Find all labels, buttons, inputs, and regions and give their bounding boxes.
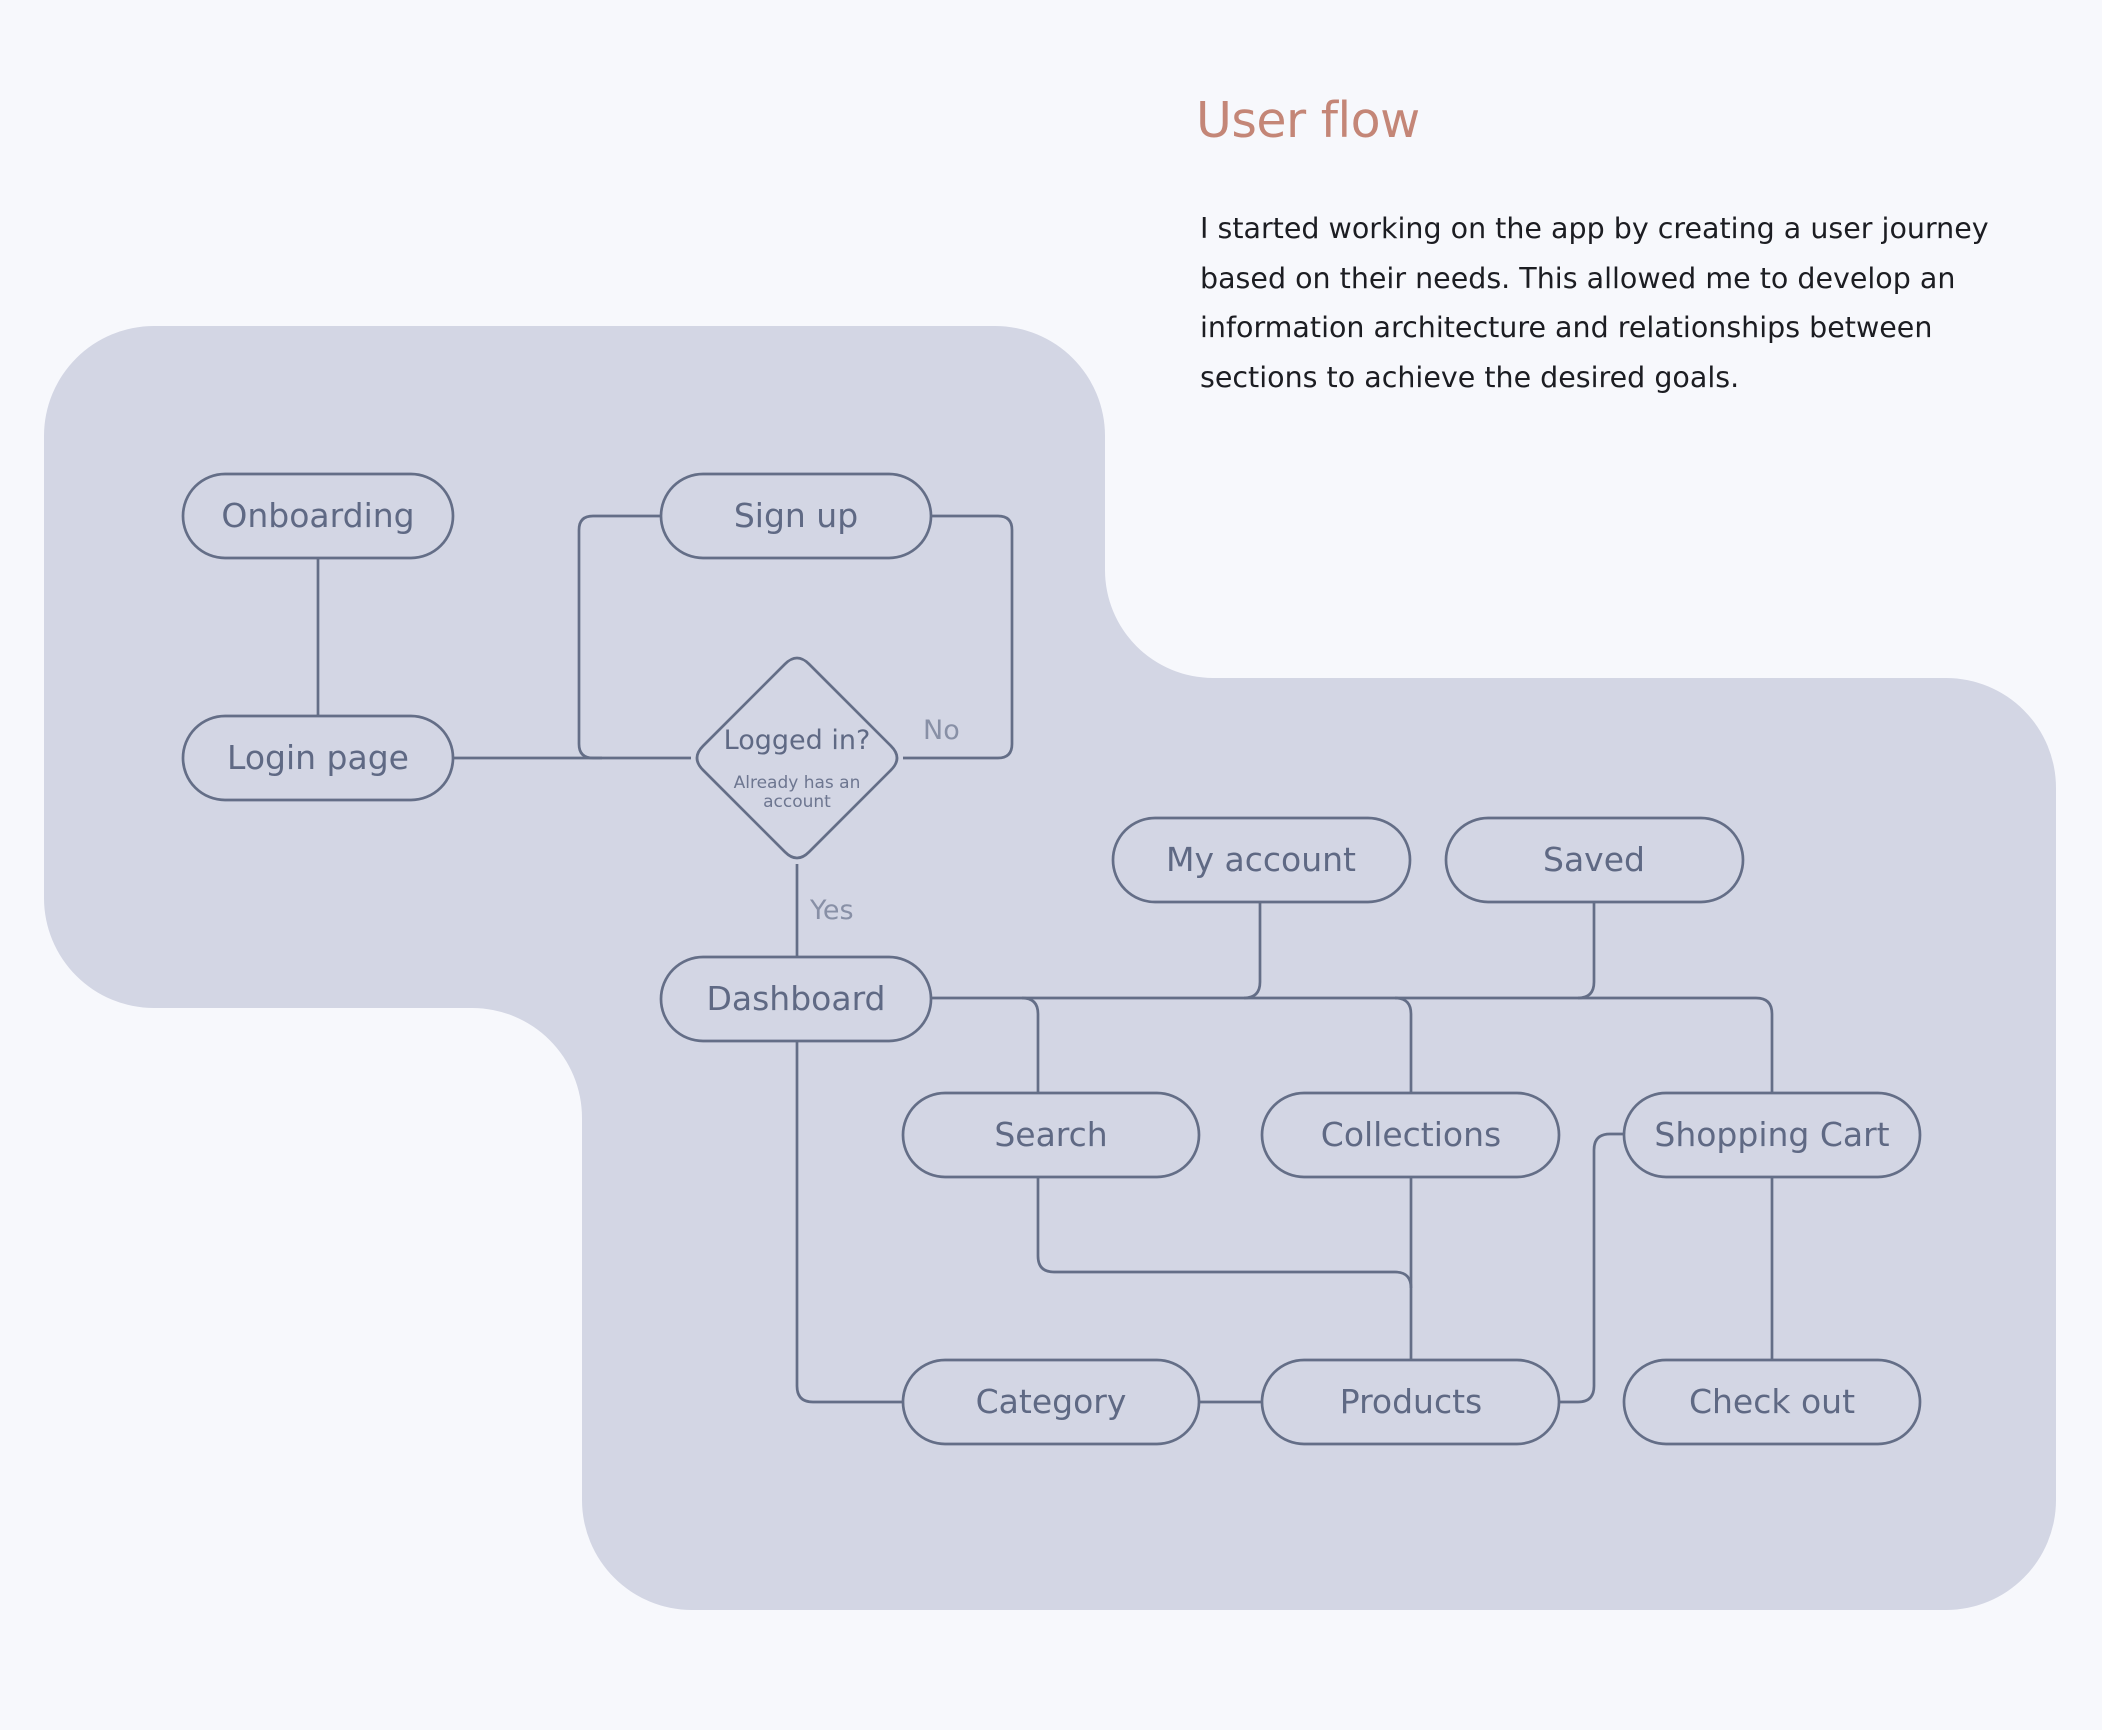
connector-saved-trunk [1577, 902, 1596, 1000]
intro-paragraph: I started working on the app by creating… [1200, 212, 1989, 394]
node-sign-up-label: Sign up [734, 496, 858, 535]
node-collections-label: Collections [1321, 1115, 1501, 1154]
edge-label-no: No [923, 715, 960, 746]
node-saved: Saved [1444, 816, 1745, 904]
node-products: Products [1260, 1358, 1561, 1446]
connector-signup-left-loop [577, 514, 660, 760]
node-search-label: Search [994, 1115, 1107, 1154]
page-title: User flow [1196, 92, 1420, 149]
decision-question-label: Logged in? [724, 725, 871, 756]
connector-search-products [1036, 1177, 1413, 1289]
node-my-account: My account [1111, 816, 1412, 904]
node-collections: Collections [1260, 1091, 1561, 1179]
node-dashboard-label: Dashboard [706, 979, 885, 1018]
node-my-account-label: My account [1166, 840, 1356, 879]
node-sign-up: Sign up [659, 472, 933, 560]
node-check-out: Check out [1622, 1358, 1922, 1446]
node-category-label: Category [976, 1382, 1127, 1421]
connector-decision-no-signup [903, 514, 1014, 760]
node-shopping-cart-label: Shopping Cart [1654, 1115, 1889, 1154]
node-logged-in-decision: Logged in? Already has an account [695, 656, 899, 860]
node-shopping-cart: Shopping Cart [1622, 1091, 1922, 1179]
node-login-page: Login page [181, 714, 455, 802]
node-check-out-label: Check out [1689, 1382, 1855, 1421]
node-category: Category [901, 1358, 1201, 1446]
node-dashboard: Dashboard [659, 955, 933, 1043]
connector-trunk-collections [1394, 996, 1413, 1093]
connectors [316, 514, 1774, 1404]
decision-subtext-line-2: account [763, 792, 831, 812]
connector-dashboard-trunk [931, 996, 1774, 1093]
connector-products-cart [1559, 1132, 1624, 1404]
edge-label-yes: Yes [809, 895, 854, 926]
connector-trunk-search [1021, 996, 1040, 1093]
node-onboarding-label: Onboarding [221, 496, 414, 535]
node-onboarding: Onboarding [181, 472, 455, 560]
diagram-background-panel [44, 326, 2056, 1610]
connector-dashboard-category [795, 1041, 902, 1404]
node-saved-label: Saved [1543, 840, 1645, 879]
decision-subtext-line-1: Already has an [734, 773, 861, 793]
node-products-label: Products [1340, 1382, 1483, 1421]
node-search: Search [901, 1091, 1201, 1179]
connector-myaccount-trunk [1243, 902, 1262, 1000]
node-login-page-label: Login page [227, 738, 409, 777]
